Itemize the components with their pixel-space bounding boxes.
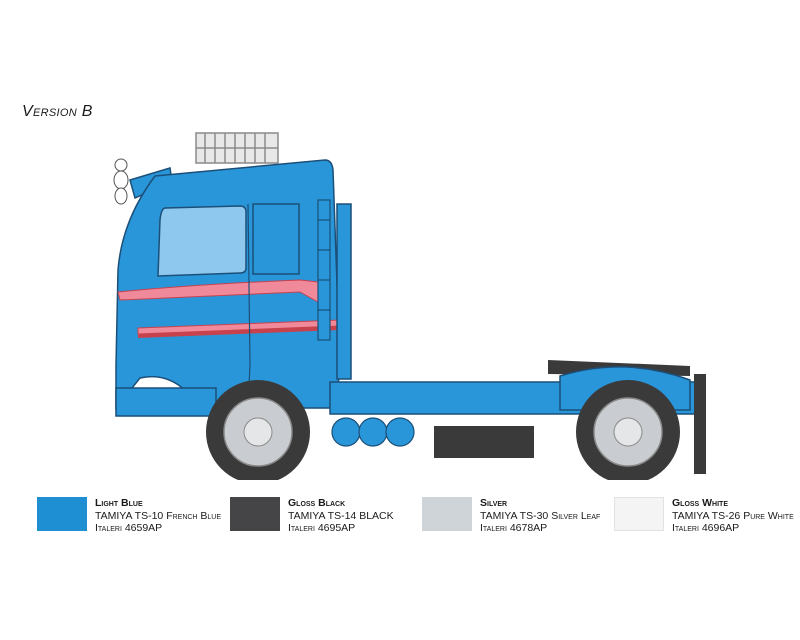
paint-name: Silver	[480, 497, 508, 509]
version-title: Version B	[22, 103, 93, 120]
paint-line1: TAMIYA TS-30 Silver Leaf	[480, 509, 601, 522]
roof-rack	[195, 132, 279, 164]
front-wheel	[206, 380, 310, 480]
paint-swatch	[37, 497, 87, 531]
rear-wheel	[576, 380, 680, 480]
rear-window	[252, 203, 300, 275]
paint-name: Gloss White	[672, 497, 728, 509]
exhaust-stack	[336, 203, 352, 380]
fuel-tank	[331, 417, 415, 447]
paint-swatch	[422, 497, 472, 531]
stripe-red	[138, 326, 340, 338]
paint-line1: TAMIYA TS-26 Pure White	[672, 509, 794, 522]
paint-line1: TAMIYA TS-14 BLACK	[288, 509, 394, 522]
paint-line2: Italeri 4678AP	[480, 522, 548, 534]
cab-ladder	[317, 199, 331, 341]
paint-line1: TAMIYA TS-10 French Blue	[95, 509, 222, 522]
truck-side-view	[113, 132, 706, 480]
paint-legend: Light Blue TAMIYA TS-10 French Blue Ital…	[0, 495, 800, 545]
cab-window	[157, 205, 247, 277]
paint-name: Light Blue	[95, 497, 143, 509]
paint-swatch	[230, 497, 280, 531]
paint-line2: Italeri 4696AP	[672, 522, 740, 534]
mascot-figure	[113, 158, 129, 205]
mudflap	[694, 374, 706, 474]
paint-name: Gloss Black	[288, 497, 346, 509]
spare-tyre	[434, 426, 534, 458]
paint-line2: Italeri 4659AP	[95, 522, 163, 534]
front-bumper	[115, 387, 217, 417]
paint-swatch	[614, 497, 664, 531]
paint-line2: Italeri 4695AP	[288, 522, 356, 534]
